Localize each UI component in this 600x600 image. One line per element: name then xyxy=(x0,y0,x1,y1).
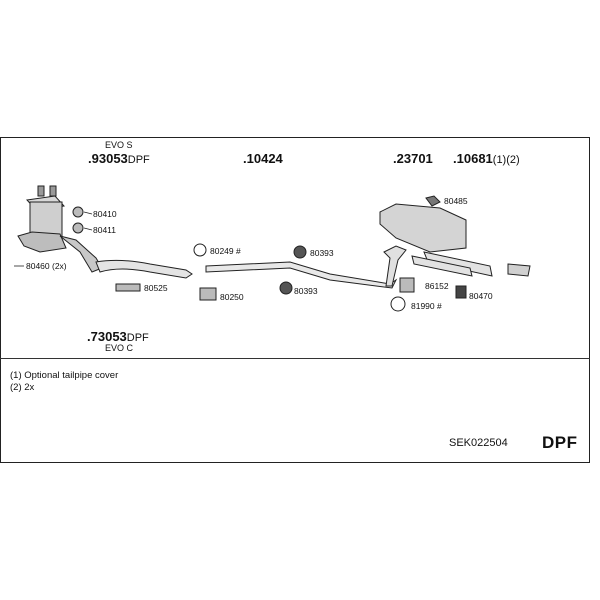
gasket-80411-shape xyxy=(72,222,84,234)
group-dot: . xyxy=(88,151,92,166)
dpf-badge: DPF xyxy=(542,433,578,452)
group-dot: . xyxy=(453,151,457,166)
group-dot: . xyxy=(393,151,397,166)
part-group-23701: .23701 xyxy=(393,152,433,165)
front-pipe-part xyxy=(95,259,193,279)
gasket-80410-shape xyxy=(72,206,84,218)
part-label-80470: 80470 xyxy=(469,291,493,301)
middle-pipe-part xyxy=(205,261,398,289)
rubber-80470-shape xyxy=(455,285,467,299)
group-dot: . xyxy=(243,151,247,166)
clamp-80250-shape xyxy=(199,287,217,301)
part-label-80460: 80460 (2x) xyxy=(26,261,67,271)
rear-pipe-part xyxy=(383,245,407,287)
variant-label-bottom: EVO C xyxy=(105,343,134,353)
exhaust-system-drawing xyxy=(14,185,531,312)
footnote-1: (1) Optional tailpipe cover xyxy=(10,370,119,381)
bracket-80485-shape xyxy=(425,195,441,207)
part-group-10424: .10424 xyxy=(243,152,283,165)
part-label-80393-lower: 80393 xyxy=(294,286,318,296)
group-number: 10424 xyxy=(246,151,283,166)
clamp-80249-shape xyxy=(193,243,207,257)
group-dot: . xyxy=(87,329,91,344)
part-label-80250: 80250 xyxy=(220,292,244,302)
part-label-80485: 80485 xyxy=(444,196,468,206)
group-number: 23701 xyxy=(396,151,433,166)
group-number: 10681 xyxy=(456,151,493,166)
part-label-81990: 81990 # xyxy=(411,301,442,311)
group-number: 73053 xyxy=(90,329,127,344)
clamp-80525-shape xyxy=(115,283,141,292)
part-group-73053: .73053DPF xyxy=(87,330,149,344)
footnote-2: (2) 2x xyxy=(10,382,35,393)
kit-code: SEK022504 xyxy=(449,437,508,449)
group-number: 93053 xyxy=(91,151,128,166)
tailpipe-cover-part xyxy=(507,263,531,277)
part-label-80410: 80410 xyxy=(93,209,117,219)
clamp-81990-shape xyxy=(390,296,406,312)
part-group-10681: .10681(1)(2) xyxy=(453,152,520,166)
part-label-80411: 80411 xyxy=(93,225,117,235)
part-label-80249: 80249 # xyxy=(210,246,241,256)
part-label-86152: 86152 xyxy=(425,281,449,291)
rubber-80393a-shape xyxy=(293,245,307,259)
group-suffix: (1)(2) xyxy=(492,154,520,166)
group-suffix: DPF xyxy=(127,154,150,166)
part-group-93053: .93053DPF xyxy=(88,152,150,166)
part-label-80393-upper: 80393 xyxy=(310,248,334,258)
group-suffix: DPF xyxy=(126,332,149,344)
rear-silencer-part xyxy=(379,203,493,277)
notes-divider xyxy=(0,358,590,359)
clamp-86152-shape xyxy=(399,277,415,293)
dpf-converter-part xyxy=(17,185,103,273)
diagram-frame xyxy=(0,137,590,463)
rubber-80393b-shape xyxy=(279,281,293,295)
variant-label-top: EVO S xyxy=(105,140,133,150)
part-label-80525: 80525 xyxy=(144,283,168,293)
